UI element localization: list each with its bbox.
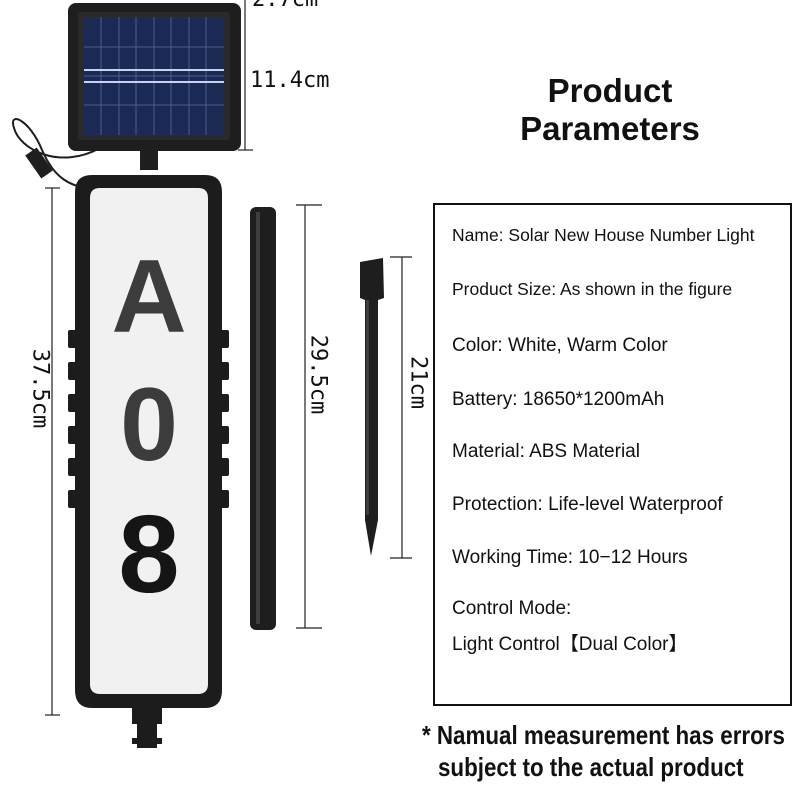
- measurement-note-line-2: subject to the actual product: [438, 752, 744, 782]
- total-height-label: 37.5cm: [27, 348, 53, 429]
- spec-battery: Battery: 18650*1200mAh: [452, 389, 665, 410]
- spec-protection: Protection: Life-level Waterproof: [452, 494, 723, 515]
- spec-light-control: Light Control【Dual Color】: [452, 634, 688, 655]
- ground-stake: [360, 258, 384, 556]
- spec-working-time: Working Time: 10−12 Hours: [452, 547, 688, 568]
- title-line-2: Parameters: [520, 110, 700, 147]
- pole-length-dimension-line: [296, 204, 322, 629]
- title-line-1: Product: [547, 72, 673, 109]
- panel-height-label: 11.4cm: [250, 68, 330, 93]
- top-dimension-label: 2.7cm: [252, 0, 318, 12]
- measurement-note-line-1: * Namual measurement has errors: [422, 720, 785, 750]
- total-height-dimension-line: [45, 187, 60, 716]
- stake-length-dimension-line: [390, 256, 412, 559]
- solar-panel: [68, 3, 241, 170]
- page-title: Product Parameters: [470, 72, 750, 148]
- cable: [12, 118, 101, 191]
- sign-character-2: 0: [120, 367, 178, 483]
- spec-color: Color: White, Warm Color: [452, 335, 668, 356]
- spec-material: Material: ABS Material: [452, 441, 640, 462]
- spec-product-size: Product Size: As shown in the figure: [452, 279, 733, 299]
- panel-height-dimension-line: [238, 0, 253, 151]
- sign-body: [68, 175, 229, 748]
- spec-control-mode: Control Mode:: [452, 598, 572, 619]
- stake-length-label: 21cm: [405, 356, 431, 409]
- sign-character-1: A: [111, 239, 186, 355]
- spec-name: Name: Solar New House Number Light: [452, 225, 755, 245]
- sign-character-3: 8: [118, 493, 179, 616]
- spec-box: [433, 203, 792, 706]
- pole-length-label: 29.5cm: [305, 334, 331, 415]
- pole: [250, 207, 276, 630]
